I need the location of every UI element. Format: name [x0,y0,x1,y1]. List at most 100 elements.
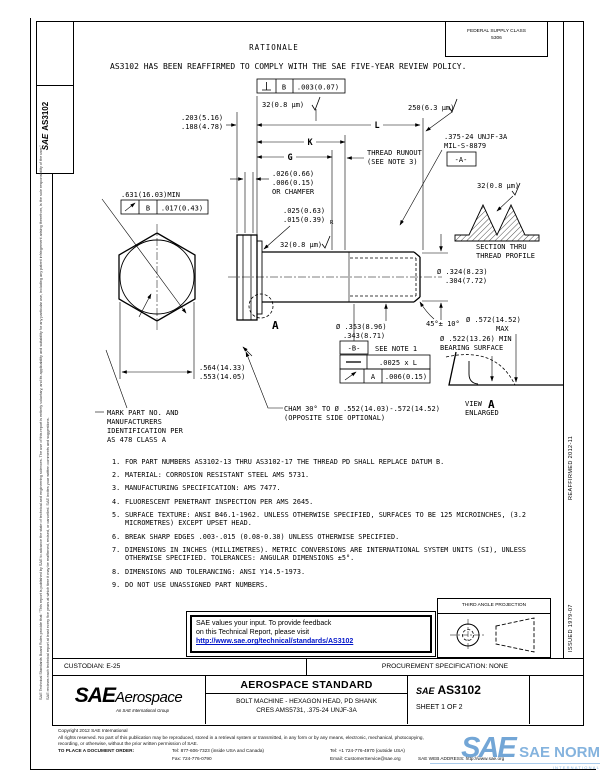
bearing-dia-2: BEARING SURFACE [440,344,503,352]
across-flats-2: .553(14.05) [199,373,245,381]
procurement-cell: PROCUREMENT SPECIFICATION: NONE [381,663,509,670]
footer-tel-1: Tel: 877-606-7323 (inside USA and Canada… [172,748,264,753]
datum-b-box [339,340,369,355]
footer-rights-1: All rights reserved. No part of this pub… [58,735,424,740]
projection-box: THIRD ANGLE PROJECTION [437,598,551,658]
head-dia-max-2: MAX [496,325,509,333]
surface-finish-icon [448,98,458,113]
head-height-1: .203(5.16) [181,114,223,122]
note-item: 6.BREAK SHARP EDGES .003-.015 (0.08-0.38… [112,532,400,541]
runout2-datum: A [371,373,376,381]
infobar: CUSTODIAN: E-25 PROCUREMENT SPECIFICATIO… [52,658,583,676]
fcf2-datum: B [146,205,150,213]
sae-logo: SAE [74,684,116,707]
footer-fax: Fax: 724-776-0790 [172,756,212,761]
head-height-2: .188(4.78) [181,123,223,131]
head-dia-max-1: Ø .572(14.52) [466,316,521,324]
cham30-1: CHAM 30° TO Ø .552(14.03)-.572(14.52) [284,405,440,413]
federal-supply-class-box: FEDERAL SUPPLY CLASS 5306 [445,21,548,57]
cham30-2: (OPPOSITE SIDE OPTIONAL) [284,414,385,422]
footer-web: SAE WEB ADDRESS: http://www.sae.org [418,756,505,761]
footer-copyright: Copyright 2012 SAE International [58,728,128,733]
surface-finish-icon [511,182,521,196]
body-dia-2: .343(8.71) [343,332,385,340]
sheet-number: SHEET 1 OF 2 [416,704,463,711]
mark-4: AS 478 CLASS A [107,436,167,444]
fillet-r: R [330,220,334,226]
doc-title-line-2: CRES AMS5731, .375-24 UNJF-3A [256,706,357,714]
hex-corner-dia: .631(16.03)MIN [121,191,180,199]
fsc-label: FEDERAL SUPPLY CLASS [467,29,526,34]
thread-callout-2: MIL-S-8879 [444,142,486,150]
margin-disclaimer-1: SAE Technical Standards Board Rules prov… [38,145,43,700]
rationale-text: AS3102 HAS BEEN REAFFIRMED TO COMPLY WIT… [110,62,467,71]
margin-disclaimer-2: SAE reviews each technical report at lea… [45,417,50,700]
left-margin-rule [30,18,32,770]
thread-runout-2: (SEE NOTE 3) [367,158,418,166]
feedback-box-inner: SAE values your input. To provide feedba… [190,615,432,653]
footer-tel-2: Tel: +1 724-776-4970 (outside USA) [330,748,405,753]
finish-profile: 32(0.8 µm) [477,182,519,190]
finish-thread-end: 250(6.3 µm) [408,104,454,112]
reaffirmed-date: REAFFIRMED 2012-11 [568,435,574,500]
drawing-labels: B .003(0.07) 32(0.8 µm) .203(5.16) .188(… [107,84,535,445]
issued-date: ISSUED 1979-07 [568,604,574,652]
datum-b-note: SEE NOTE 1 [375,345,417,353]
mark-2: MANUFACTURERS [107,418,162,426]
custodian-cell: CUSTODIAN: E-25 [52,659,307,675]
hex-head-view [118,224,196,332]
corner-box-doc [36,85,74,174]
note-item: 4.FLUORESCENT PENETRANT INSPECTION PER A… [112,497,314,506]
view-letter: A [488,398,495,411]
title-block: SAEAerospace An SAE International Group … [52,676,583,724]
view-a-detail [445,351,563,386]
note-item: 3.MANUFACTURING SPECIFICATION: AMS 7477. [112,484,281,493]
straightness-tol: .0025 x L [379,359,417,367]
surface-finish-icon [321,235,331,249]
doc-title: BOLT MACHINE - HEXAGON HEAD, PD SHANK CR… [206,694,407,715]
view-label: VIEW [465,400,483,408]
footer-email: Email: CustomerService@sae.org [330,756,401,761]
fcf1-datum: B [282,84,286,92]
fcf1-tol: .003(0.07) [297,84,339,92]
bottom-rule [30,769,596,771]
note-item: 9.DO NOT USE UNASSIGNED PART NUMBERS. [112,580,269,589]
empty-cell [530,676,583,724]
feedback-box: SAE values your input. To provide feedba… [186,611,436,657]
note-item: 2.MATERIAL: CORROSION RESISTANT STEEL AM… [112,471,310,480]
shank-dia-1: Ø .324(8.23) [437,268,488,276]
title-cell: AEROSPACE STANDARD BOLT MACHINE - HEXAGO… [205,676,408,724]
right-inner-rule [563,21,564,658]
thread-profile-view [454,203,540,242]
mark-3: IDENTIFICATION PER [107,427,184,435]
view-enlarged: ENLARGED [465,409,499,417]
technical-drawing: B .003(0.07) 32(0.8 µm) .203(5.16) .188(… [95,78,563,445]
dimension-lines [95,96,518,413]
watermark: SAE SAE NORM INTERNATIONAL [430,734,600,770]
fillet-2: .015(0.39) [283,216,325,224]
watermark-sub: INTERNATIONAL [430,763,600,770]
datum-a-box [446,151,477,167]
feedback-line-2: on this Technical Report, please visit [196,629,310,637]
bearing-dia-1: Ø .522(13.26) MIN [440,335,512,343]
chamfer-3: OR CHAMFER [272,188,315,196]
finish-top: 32(0.8 µm) [262,101,304,109]
projection-label: THIRD ANGLE PROJECTION [438,599,550,614]
rationale-title: RATIONALE [249,43,299,52]
doc-type: AEROSPACE STANDARD [206,676,407,694]
section-1: SECTION THRU [476,243,527,251]
note-item: 5.SURFACE TEXTURE: ANSI B46.1-1962. UNLE… [112,510,527,528]
fsc-value: 5306 [491,35,502,41]
sae-logo-suffix: Aerospace [114,689,183,706]
dim-g: G [287,153,292,163]
feedback-link[interactable]: http://www.sae.org/technical/standards/A… [196,638,354,646]
across-flats-1: .564(14.33) [199,364,245,372]
chamfer-2: .006(0.15) [272,179,314,187]
doc-title-line-1: BOLT MACHINE - HEXAGON HEAD, PD SHANK [236,698,377,705]
dim-l: L [374,121,379,131]
note-item: 1.FOR PART NUMBERS AS3102-13 THRU AS3102… [112,458,445,466]
end-chamfer-angle: 45°± 10° [426,320,460,328]
detail-callout-a: A [272,319,279,332]
body-dia-1: Ø .353(8.96) [336,323,387,331]
